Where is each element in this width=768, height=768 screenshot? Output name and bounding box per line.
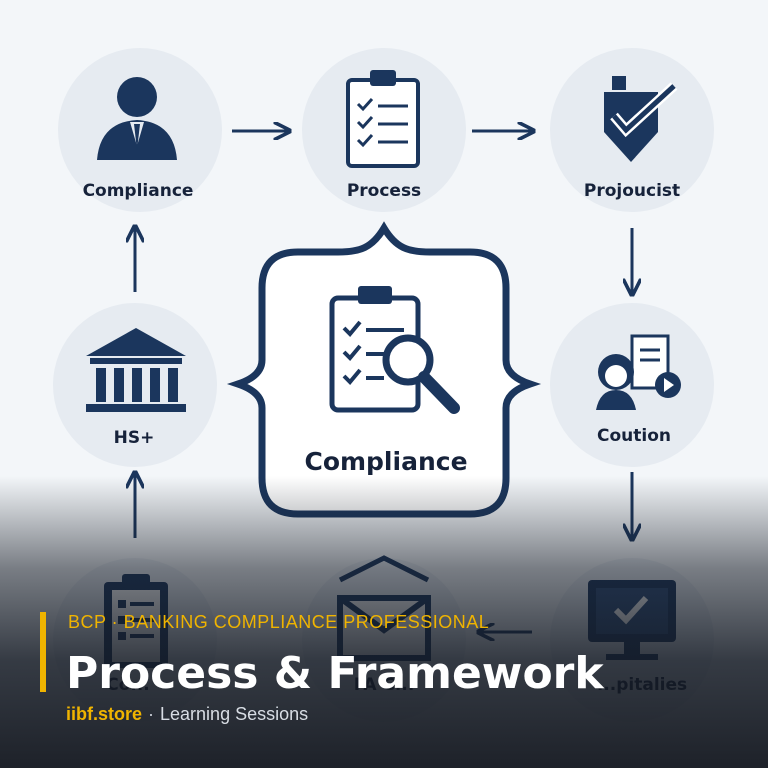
footer-separator: · bbox=[148, 704, 155, 724]
label-center-compliance: Compliance bbox=[304, 447, 467, 476]
label-compliance-top: Compliance bbox=[83, 181, 194, 201]
caption-headline: Process & Framework bbox=[66, 648, 604, 699]
accent-bar bbox=[40, 612, 46, 692]
clipboard-checklist-icon bbox=[346, 70, 420, 168]
label-coution: Coution bbox=[597, 426, 671, 446]
label-hs: HS+ bbox=[114, 428, 155, 448]
label-projoucist: Projoucist bbox=[584, 181, 680, 201]
label-bottom-right: ...pitalies bbox=[597, 675, 687, 695]
section-name: Learning Sessions bbox=[160, 704, 309, 724]
caption-kicker: BCP · BANKING COMPLIANCE PROFESSIONAL bbox=[68, 612, 490, 632]
site-name: iibf.store bbox=[66, 704, 143, 724]
label-process: Process bbox=[347, 181, 421, 201]
caption-footer: iibf.store·Learning Sessions bbox=[66, 704, 308, 725]
